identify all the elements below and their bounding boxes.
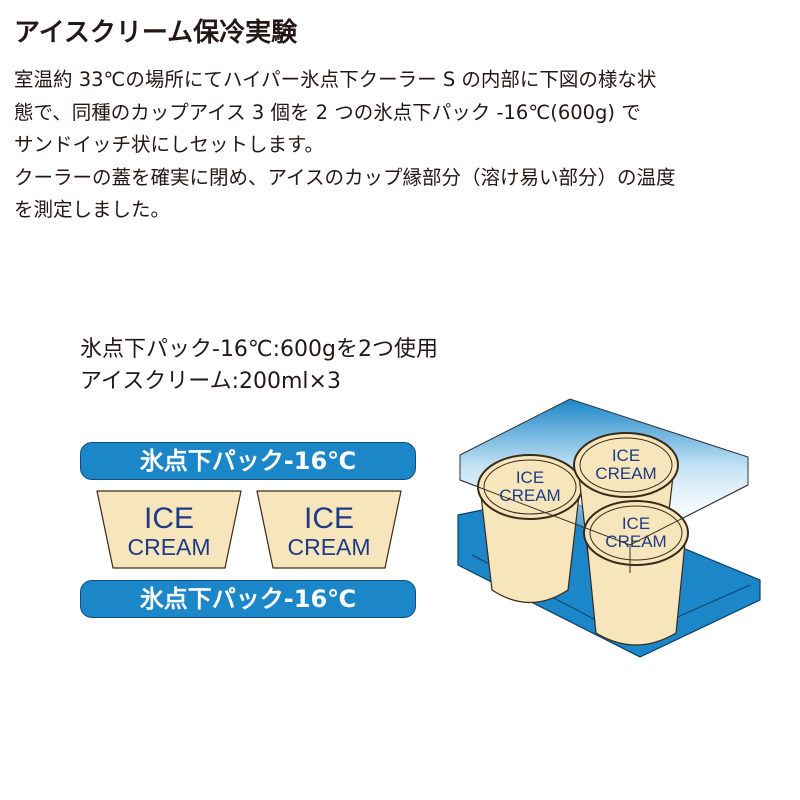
ice-pack-top: 氷点下パック-16℃ (80, 442, 416, 480)
cup-shape (96, 490, 242, 569)
page-title: アイスクリーム保冷実験 (14, 18, 298, 48)
cup-label-ice: ICE (303, 502, 354, 535)
iso-cup: ICE CREAM (583, 500, 689, 646)
caption-icecream: アイスクリーム:200ml×3 (80, 369, 341, 394)
iso-cup-label-ice: ICE (612, 446, 640, 465)
iso-cup: ICE CREAM (477, 454, 583, 604)
iso-cup-label-ice: ICE (622, 514, 650, 533)
iso-cup-label-cream: CREAM (499, 486, 560, 505)
cup-label-ice: ICE (143, 502, 194, 535)
ice-cream-cup: ICE CREAM (93, 490, 245, 570)
iso-cup-label-ice: ICE (516, 468, 544, 487)
description-line: を測定しました。 (14, 198, 171, 221)
iso-cup-label-cream: CREAM (595, 464, 656, 483)
description-line: 室温約 33℃の場所にてハイパー氷点下クーラー S の内部に下図の様な状 (14, 68, 657, 91)
cup-label-cream: CREAM (127, 534, 211, 560)
description-line: 態で、同種のカップアイス 3 個を 2 つの氷点下パック -16℃(600g) … (14, 100, 641, 124)
cup-shape (256, 490, 402, 569)
cup-label-cream: CREAM (287, 534, 371, 560)
caption-pack: 氷点下パック-16℃:600gを2つ使用 (80, 337, 439, 362)
diagram-caption: 氷点下パック-16℃:600gを2つ使用 アイスクリーム:200ml×3 (80, 334, 438, 398)
isometric-setup-illustration: ICE CREAM ICE CREAM ICE CREAM (457, 398, 761, 658)
description: 室温約 33℃の場所にてハイパー氷点下クーラー S の内部に下図の様な状 態で、… (14, 64, 794, 227)
ice-pack-bottom: 氷点下パック-16℃ (80, 580, 416, 618)
description-line: クーラーの蓋を確実に閉め、アイスのカップ縁部分（溶け易い部分）の温度 (14, 165, 676, 189)
ice-cream-cup: ICE CREAM (253, 490, 405, 570)
description-line: サンドイッチ状にしセットします。 (14, 133, 325, 156)
